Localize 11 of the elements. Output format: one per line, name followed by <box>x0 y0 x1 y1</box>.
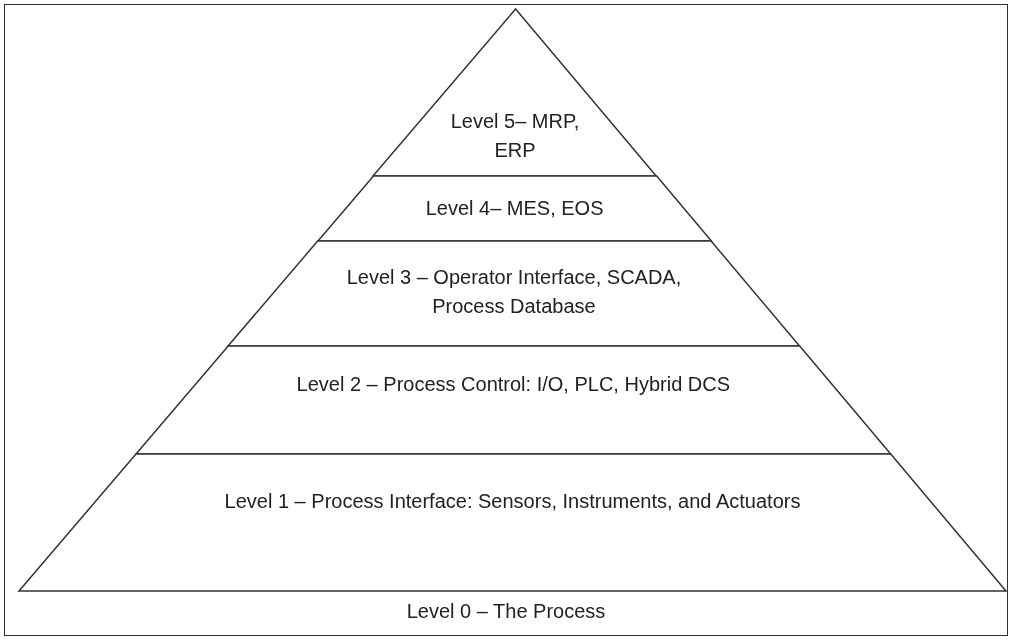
pyramid-layer <box>136 346 891 454</box>
layer-label: Level 0 – The Process <box>405 599 607 624</box>
pyramid-layer <box>373 9 657 176</box>
layer-label: Level 5– MRP, ERP <box>449 109 581 163</box>
level-box <box>4 4 1008 636</box>
layer-label: Level 2 – Process Control: I/O, PLC, Hybrid DCS <box>295 372 732 397</box>
layer-label: Level 1 – Process Interface: Sensors, Instruments, and Actuators <box>223 489 802 514</box>
layer-label: Level 3 – Operator Interface, SCADA, Process Database <box>345 265 683 319</box>
pyramid-layer <box>317 176 712 241</box>
pyramid-layer <box>19 454 1006 591</box>
layer-label: Level 4– MES, EOS <box>424 196 605 221</box>
